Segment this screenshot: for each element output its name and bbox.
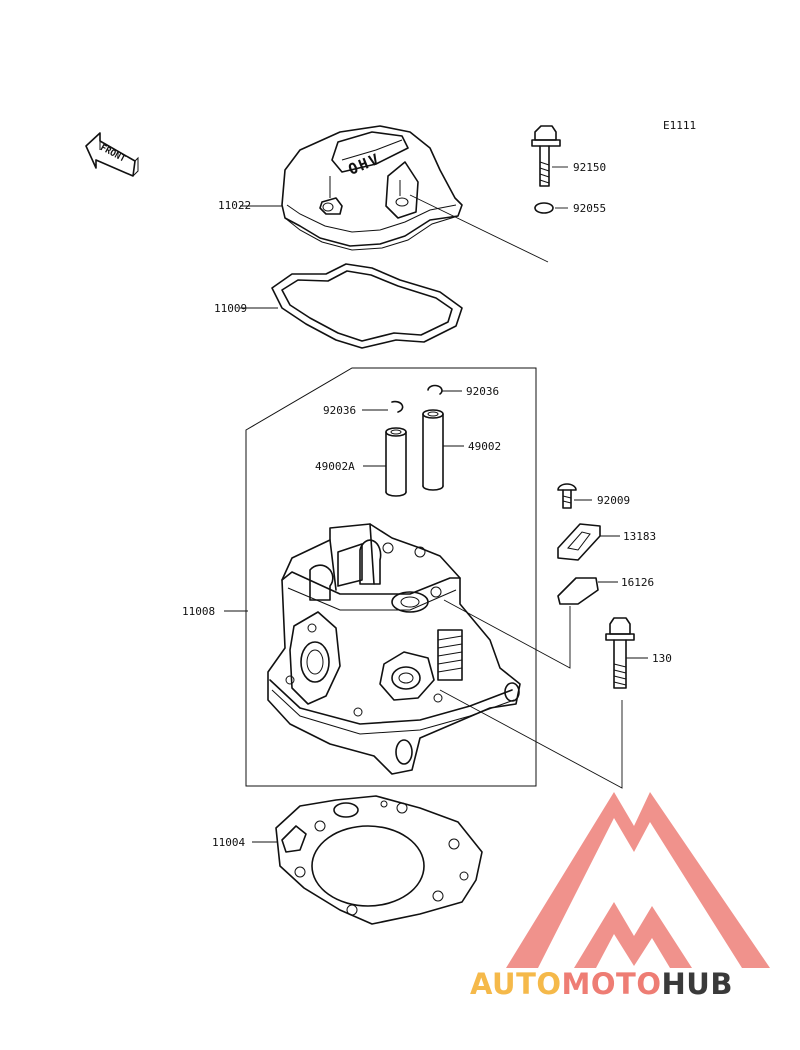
part-11004: 11004 <box>212 836 245 849</box>
clip-92036-right <box>427 384 443 395</box>
watermark-logo: AUTOMOTOHUB <box>470 792 770 1001</box>
front-arrow-icon: FRONT <box>85 132 139 177</box>
part-92036-right: 92036 <box>466 385 499 398</box>
part-130: 130 <box>652 652 672 665</box>
screw-92009 <box>557 483 577 509</box>
part-92036-left: 92036 <box>323 404 356 417</box>
leader-bolt <box>439 689 623 789</box>
clip-92036-left <box>391 400 404 413</box>
cover-gasket <box>271 263 463 349</box>
part-49002a: 49002A <box>315 460 355 473</box>
valve-guide-49002 <box>422 409 444 491</box>
svg-text:OHV: OHV <box>346 150 383 179</box>
part-16126: 16126 <box>621 576 654 589</box>
part-11008: 11008 <box>182 605 215 618</box>
part-11009: 11009 <box>214 302 247 315</box>
diagram-code: E1111 <box>663 119 696 132</box>
valve-cover: OHV <box>281 125 463 251</box>
leader-cap <box>443 599 571 669</box>
part-49002: 49002 <box>468 440 501 453</box>
logo-triangle-icon <box>506 792 770 968</box>
part-13183: 13183 <box>623 530 656 543</box>
group-bracket <box>245 367 537 787</box>
oring-92055 <box>534 202 554 214</box>
plate-gasket-13183 <box>557 523 601 561</box>
logo-hub: HUB <box>662 967 733 1001</box>
part-92150: 92150 <box>573 161 606 174</box>
head-gasket <box>275 795 483 925</box>
part-92009: 92009 <box>597 494 630 507</box>
part-92055: 92055 <box>573 202 606 215</box>
logo-moto: MOTO <box>562 967 662 1001</box>
logo-auto: AUTO <box>470 967 562 1001</box>
part-11022: 11022 <box>218 199 251 212</box>
valve-guide-49002a <box>385 427 407 497</box>
front-label: FRONT <box>98 143 127 165</box>
bolt-92150 <box>531 125 561 187</box>
cap-16126 <box>557 577 599 605</box>
bolt-130 <box>605 617 635 689</box>
cylinder-head <box>267 523 521 775</box>
logo-wordmark: AUTOMOTOHUB <box>470 967 733 1001</box>
